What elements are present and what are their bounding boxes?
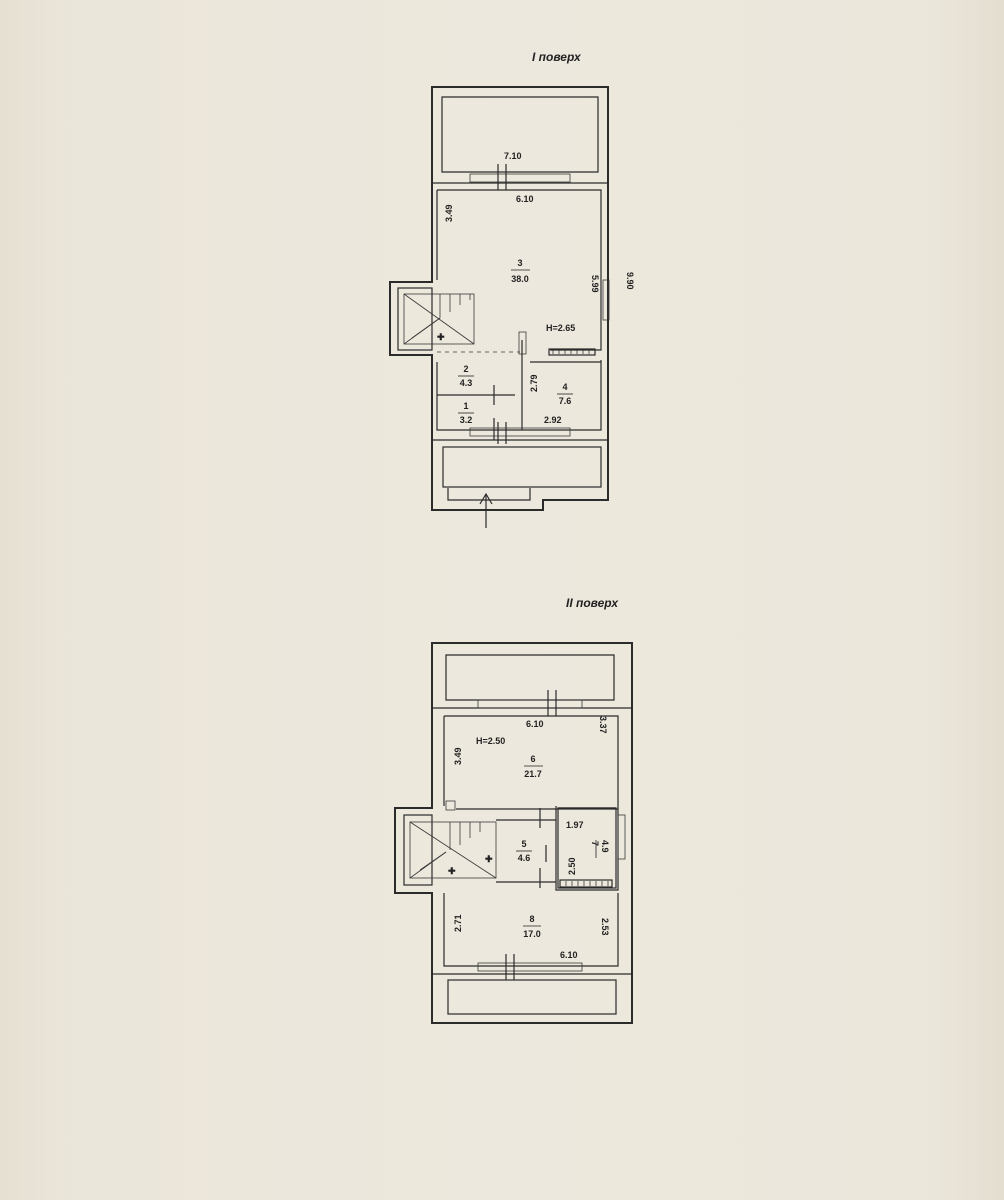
dim-room-height: H=2.65 [546,323,575,333]
dim-bottom-width: 2.92 [544,415,562,425]
entrance-arrow-icon [479,492,493,528]
dim2-small-height: 2.50 [567,857,577,875]
floor-2-top-balcony [445,654,615,701]
floor-2-staircase: ✚ ✚ [403,814,497,886]
room-2-label: 2 4.3 [458,364,474,388]
svg-text:4.9: 4.9 [600,840,610,853]
dim2-left-bottom: 2.71 [453,914,463,932]
dim-partition: 2.79 [529,374,539,392]
svg-text:5: 5 [521,839,526,849]
svg-text:4.3: 4.3 [460,378,473,388]
dim-right-inner: 5.99 [590,275,600,293]
stair-arrow-icon-lower: ✚ [485,854,493,864]
svg-text:7: 7 [590,841,600,846]
floor-1-plan: I поверх [389,50,635,528]
dim2-right-top: 3.37 [598,716,608,734]
svg-text:8: 8 [529,914,534,924]
dim-left-height: 3.49 [444,204,454,222]
room-7-label: 7 4.9 [590,840,610,858]
stair-arrow-icon-upper: ✚ [448,866,456,876]
room-7-box [557,807,617,889]
floor-1-right-window [602,279,610,321]
floor-1-kitchen-unit [548,348,596,356]
svg-text:4.6: 4.6 [518,853,531,863]
floor-1-bottom-window [469,422,571,444]
floor-2-bottom-balcony [447,979,617,1015]
dim-top-outer: 7.10 [504,151,522,161]
floor-2-top-window [477,690,583,716]
svg-text:3.2: 3.2 [460,415,473,425]
floor-2-radiator [559,879,613,888]
room-6-label: 6 21.7 [524,754,543,779]
dim-top-inner: 6.10 [516,194,534,204]
floor-1-partitions [436,340,602,431]
floor-2-outer-wall [394,642,633,1024]
svg-text:21.7: 21.7 [524,769,542,779]
svg-text:3: 3 [517,258,522,268]
svg-text:6: 6 [530,754,535,764]
floor-1-outer-wall [389,86,609,511]
floor-1-kitchen-unit-detail [552,350,590,354]
dim2-top-inner: 6.10 [526,719,544,729]
dim2-left-top: 3.49 [453,747,463,765]
room-5-label: 5 4.6 [516,839,532,863]
svg-text:4: 4 [562,382,567,392]
floor-1-staircase: ✚ [397,287,475,351]
dim2-small-width: 1.97 [566,820,584,830]
svg-text:7.6: 7.6 [559,396,572,406]
floor-2-bottom-window [477,954,583,980]
floor-2-partitions [496,806,619,891]
floor-2-radiator-detail [565,881,609,886]
floor-2-right-window [617,814,626,860]
svg-text:38.0: 38.0 [511,274,529,284]
floor-2-room-8-walls [443,893,619,967]
room-3-label: 3 38.0 [511,258,530,284]
floor-1-top-window [469,164,571,190]
dim2-right-bottom: 2.53 [600,918,610,936]
room-1-label: 1 3.2 [458,401,474,425]
floor-1-bottom-balcony [442,446,602,488]
floor-2-plan: II поверх ✚ ✚ [394,596,633,1024]
svg-text:17.0: 17.0 [523,929,541,939]
floor-1-room-3-walls [437,189,602,351]
dim-right-outer: 9.90 [625,272,635,290]
dim2-bottom-width: 6.10 [560,950,578,960]
floor-1-title: I поверх [532,50,582,64]
floor-2-room-6-walls [443,715,619,806]
dim2-room-height: H=2.50 [476,736,505,746]
svg-text:1: 1 [463,401,468,411]
floor-2-title: II поверх [566,596,619,610]
stair-arrow-icon: ✚ [437,332,445,342]
svg-text:2: 2 [463,364,468,374]
room-4-label: 4 7.6 [557,382,573,406]
room-8-label: 8 17.0 [523,914,541,939]
floor-1-top-balcony [441,96,599,173]
